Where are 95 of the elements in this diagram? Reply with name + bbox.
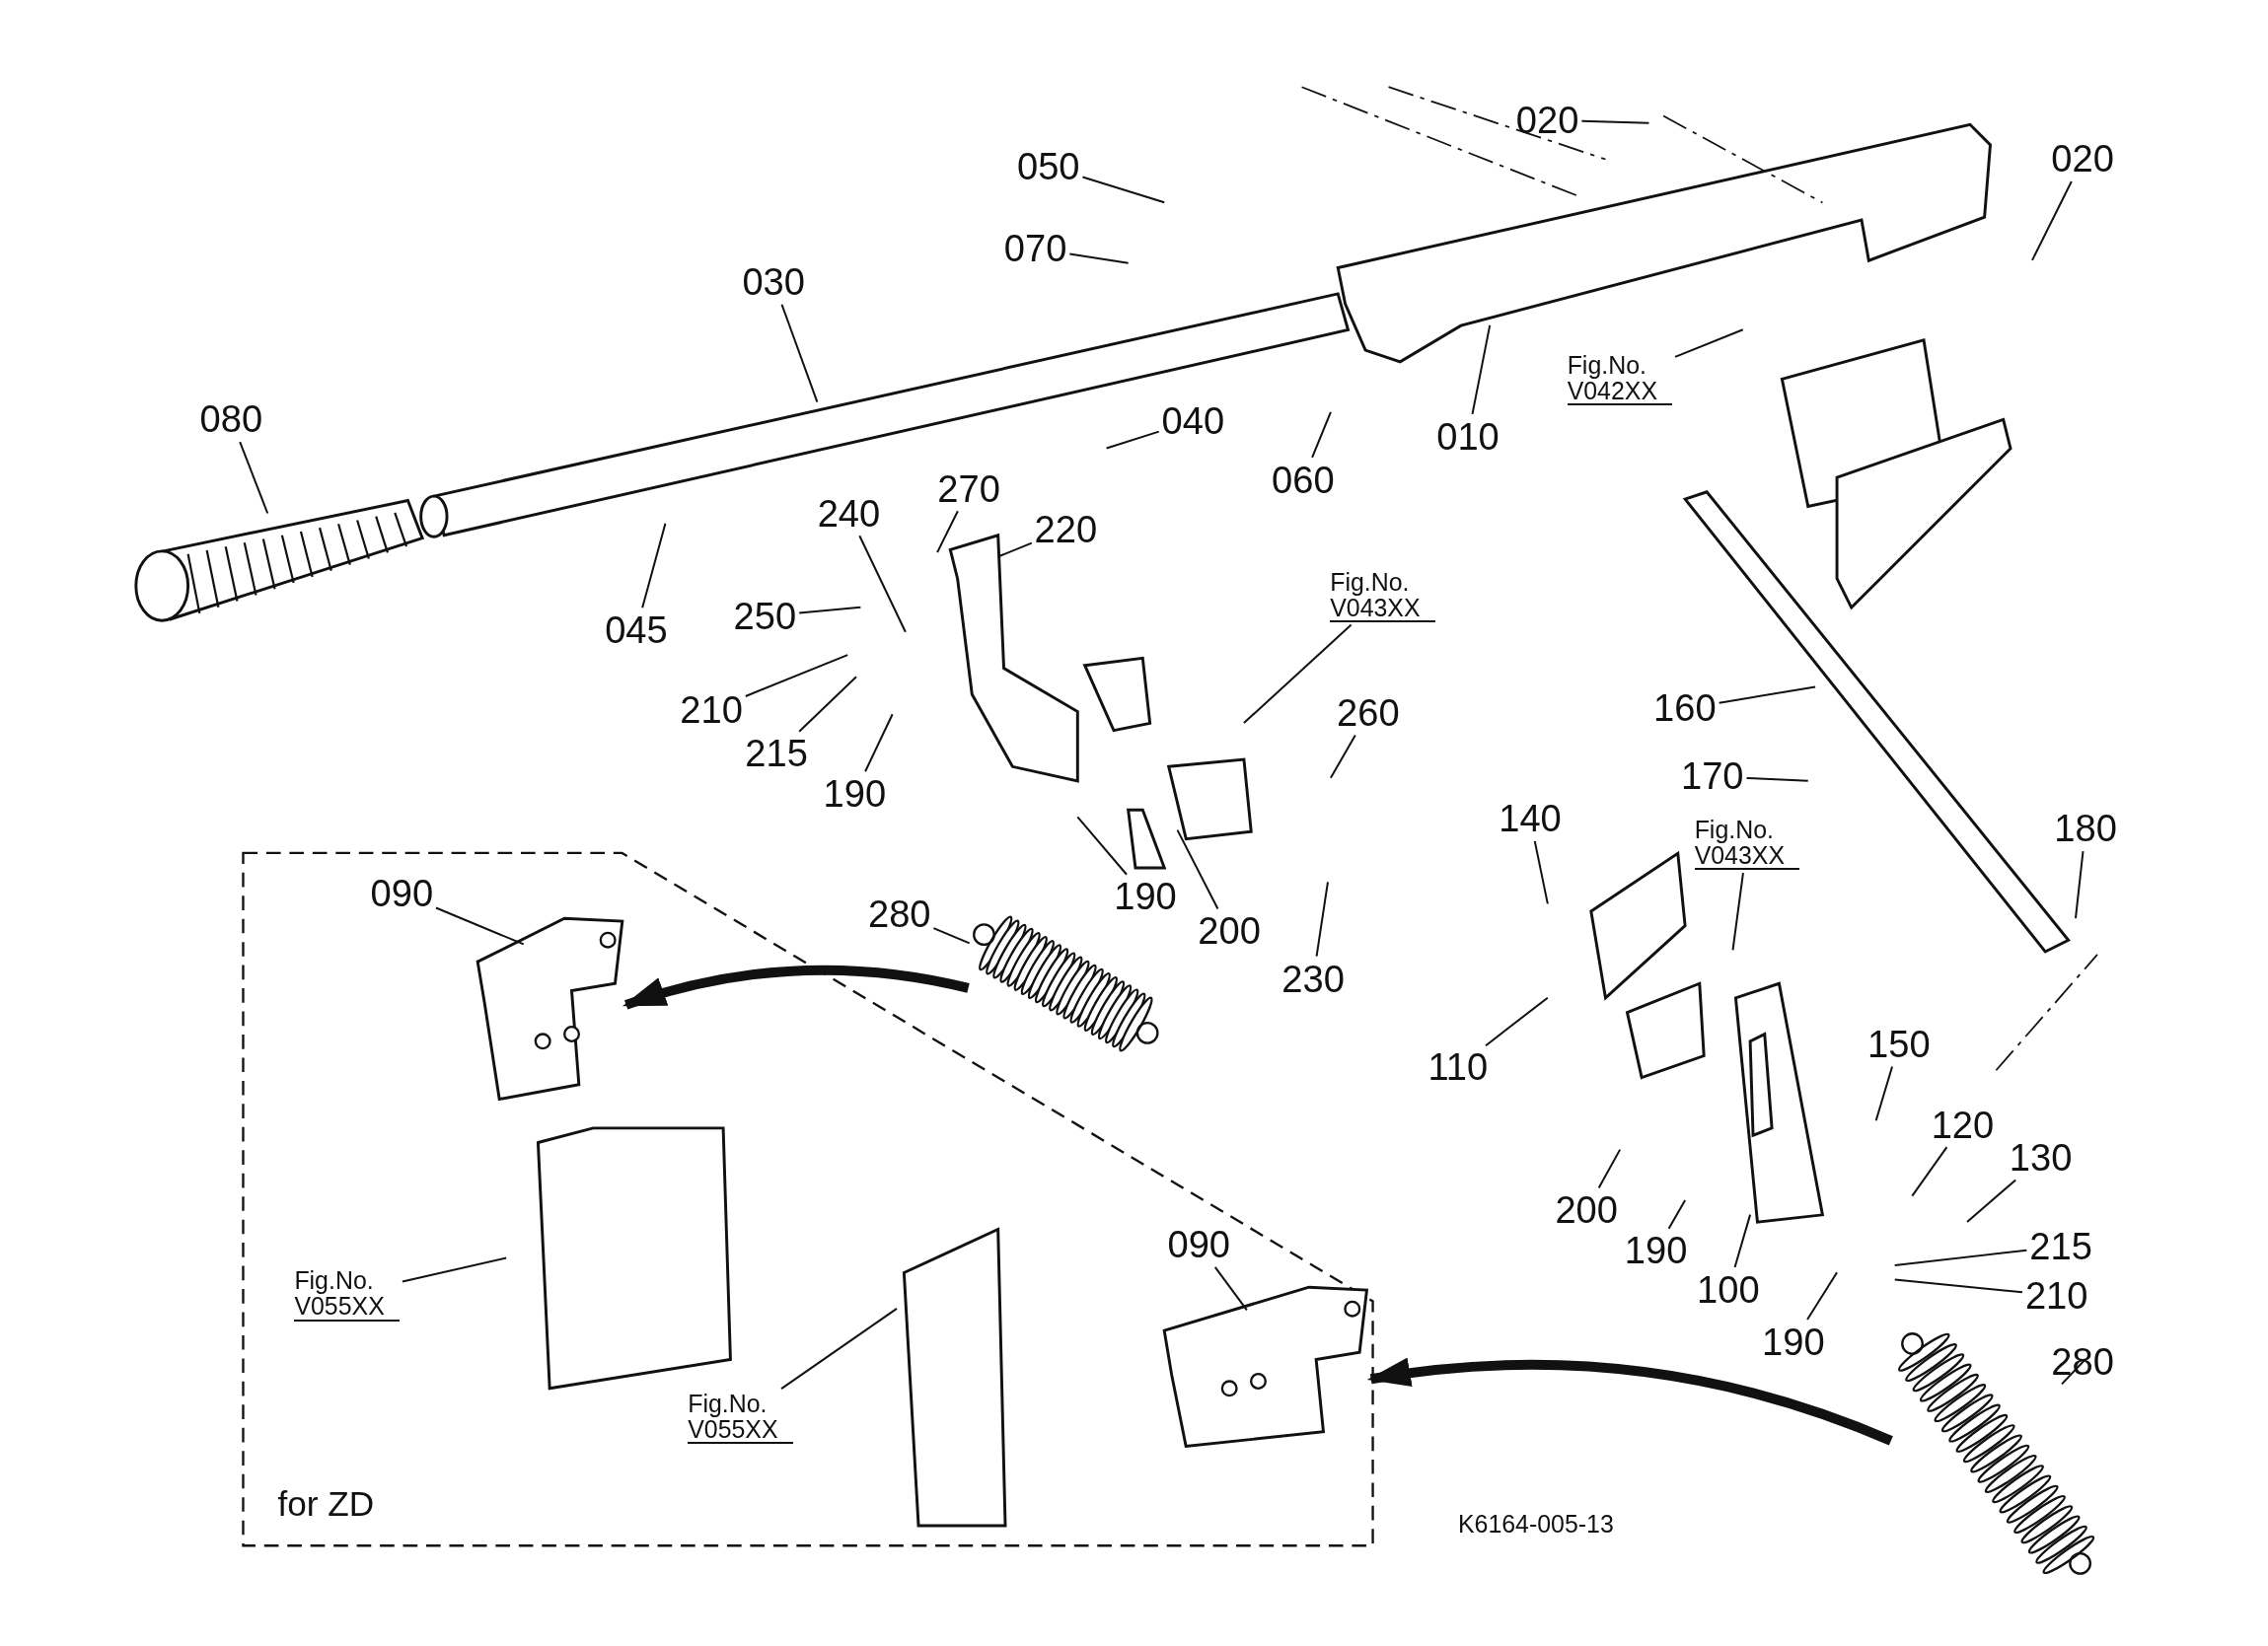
callout-number: 260 xyxy=(1337,692,1400,733)
figure-reference: Fig.No. V055XX xyxy=(294,1267,400,1322)
leader-line xyxy=(1893,1249,2028,1266)
leader-line xyxy=(1718,685,1817,704)
leader-line xyxy=(1068,252,1130,264)
leader-line xyxy=(858,535,907,633)
callout-number: 180 xyxy=(2054,809,2117,849)
callout-number: 130 xyxy=(2009,1138,2073,1179)
leader-line xyxy=(401,1256,508,1283)
leader-line xyxy=(1731,872,1744,952)
leader-line xyxy=(932,927,971,945)
callout-number: 030 xyxy=(742,261,805,302)
callout-number: 220 xyxy=(1034,509,1098,549)
leader-line xyxy=(641,522,667,609)
callout-number: 270 xyxy=(937,468,1000,509)
leader-line xyxy=(1176,828,1219,910)
leader-line xyxy=(864,713,894,773)
callout-number: 050 xyxy=(1017,146,1080,186)
leader-line xyxy=(1580,119,1650,124)
leader-line xyxy=(1485,996,1549,1047)
leader-line xyxy=(2031,180,2073,261)
leader-line xyxy=(798,676,857,733)
callout-number: 100 xyxy=(1697,1269,1760,1310)
leader-line xyxy=(1076,816,1128,876)
callout-number: 090 xyxy=(1167,1225,1231,1265)
callout-number: 045 xyxy=(605,610,668,651)
leader-line xyxy=(1242,623,1353,725)
leader-line xyxy=(434,906,525,946)
leader-line xyxy=(239,441,269,515)
leader-line xyxy=(1745,776,1809,782)
leader-line xyxy=(1667,1198,1687,1230)
callout-number: 060 xyxy=(1272,460,1335,500)
leader-line xyxy=(744,654,849,697)
bracket-drawing xyxy=(1162,1284,1369,1449)
callout-number: 280 xyxy=(867,894,931,934)
leader-line xyxy=(1966,1179,2017,1223)
leader-line xyxy=(780,303,819,403)
leader-line xyxy=(1081,176,1166,204)
leader-line xyxy=(1911,1146,1948,1197)
callout-number: 080 xyxy=(199,399,263,440)
bracket-drawing xyxy=(475,915,624,1102)
leader-line xyxy=(1733,1213,1752,1268)
callout-number: 070 xyxy=(1003,229,1067,269)
callout-number: 280 xyxy=(2051,1342,2114,1383)
callout-number: 215 xyxy=(2029,1226,2092,1266)
callout-number: 020 xyxy=(1515,100,1579,140)
callout-number: 250 xyxy=(733,596,797,636)
leader-line xyxy=(2075,850,2085,920)
figure-reference: Fig.No. V043XX xyxy=(1330,569,1435,623)
callout-number: 190 xyxy=(1624,1231,1688,1271)
callout-number: 200 xyxy=(1555,1190,1618,1231)
callout-number: 110 xyxy=(1427,1047,1489,1088)
frame-caption: for ZD xyxy=(277,1486,375,1524)
leader-line xyxy=(936,510,959,554)
leader-line xyxy=(1105,430,1160,450)
callout-number: 240 xyxy=(817,493,881,534)
callout-number: 210 xyxy=(2024,1275,2088,1316)
leader-line xyxy=(1315,881,1329,958)
arrow xyxy=(1366,1358,1893,1446)
leader-line xyxy=(1471,323,1492,415)
leader-line xyxy=(798,606,862,614)
leader-line xyxy=(1806,1271,1839,1322)
callout-number: 215 xyxy=(745,733,808,773)
callout-number: 200 xyxy=(1198,911,1261,952)
leader-line xyxy=(1311,410,1332,459)
leader-line xyxy=(2061,1359,2085,1386)
figure-reference: Fig.No. V042XX xyxy=(1567,352,1673,406)
callout-number: 190 xyxy=(1762,1322,1825,1362)
callout-number: 040 xyxy=(1161,400,1225,441)
leader-line xyxy=(996,541,1033,558)
callout-number: 090 xyxy=(370,874,434,914)
leader-line xyxy=(1874,1065,1894,1122)
callout-number: 120 xyxy=(1931,1105,1995,1145)
callout-number: 020 xyxy=(2051,139,2114,179)
arrow xyxy=(622,965,970,1010)
dashed-frame xyxy=(241,850,1374,1547)
callout-number: 230 xyxy=(1281,959,1345,999)
callout-number: 190 xyxy=(823,773,887,814)
callout-number: 170 xyxy=(1680,756,1744,797)
leader-line xyxy=(1329,734,1356,779)
figure-reference: Fig.No. V055XX xyxy=(688,1390,793,1445)
callout-number: 210 xyxy=(680,689,743,730)
leader-line xyxy=(1674,328,1744,358)
figure-reference: Fig.No. V043XX xyxy=(1694,816,1800,871)
leader-line xyxy=(1213,1265,1248,1312)
callout-number: 190 xyxy=(1114,877,1177,917)
callout-number: 010 xyxy=(1436,416,1500,457)
leader-line xyxy=(1893,1278,2023,1294)
leader-line xyxy=(780,1307,899,1391)
callout-number: 150 xyxy=(1867,1024,1931,1064)
leader-line xyxy=(1533,839,1549,905)
leader-line xyxy=(1597,1148,1622,1189)
callout-number: 160 xyxy=(1653,688,1717,729)
callout-number: 140 xyxy=(1499,798,1562,838)
drawing-number: K6164-005-13 xyxy=(1457,1511,1614,1538)
